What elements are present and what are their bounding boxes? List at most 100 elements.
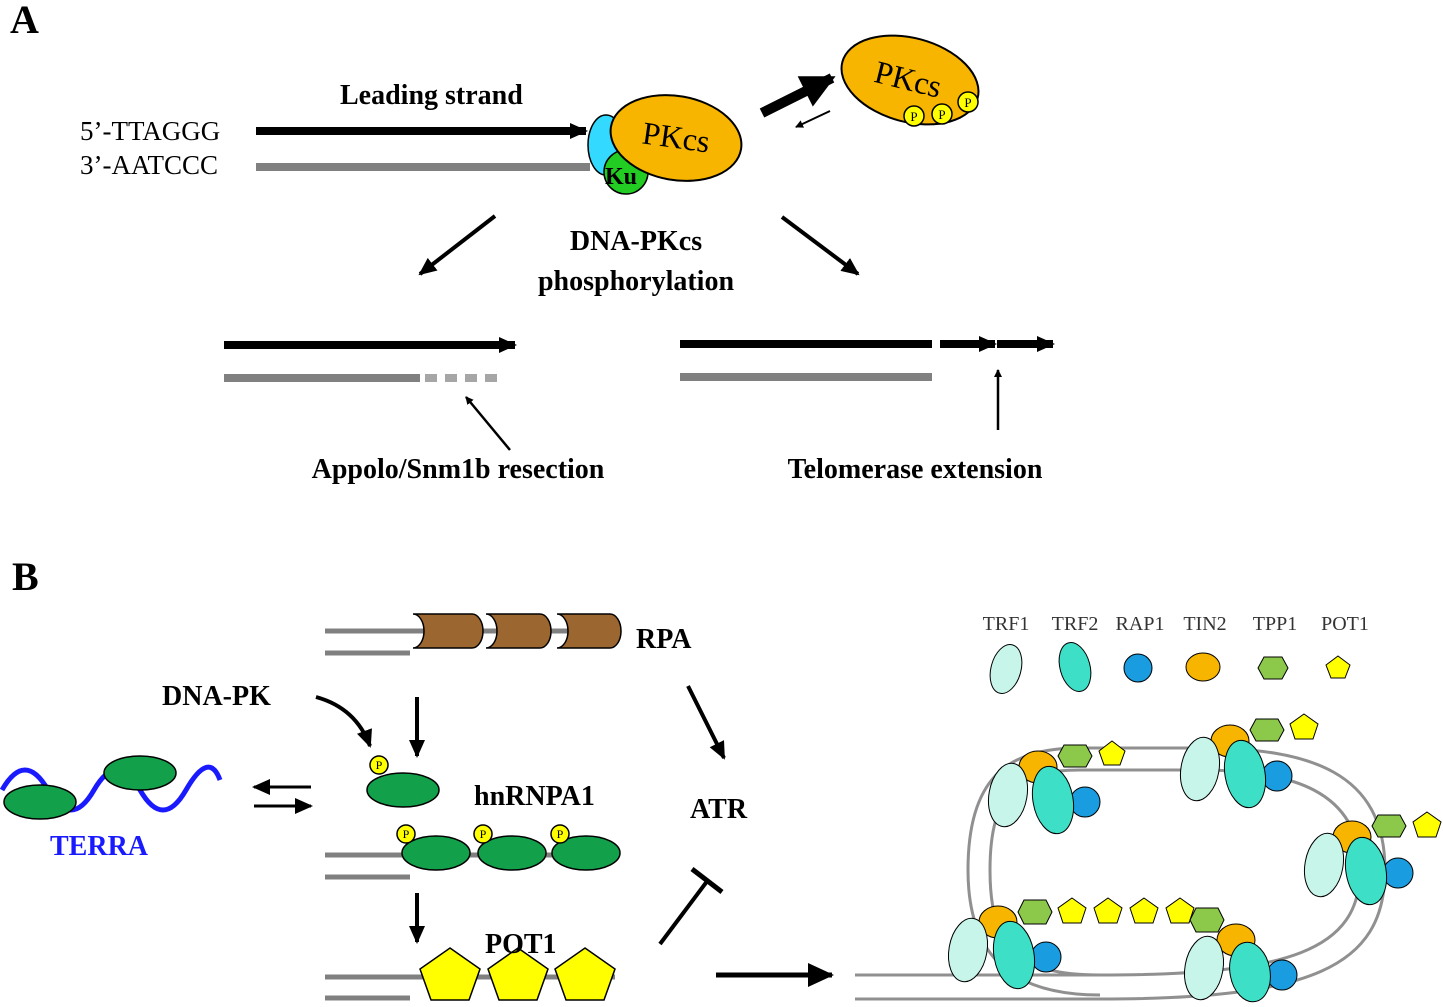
complex-3-rap1 <box>1382 857 1414 889</box>
shelterin-complex-4 <box>947 905 1062 990</box>
rpa-activates-atr-arrow <box>686 685 726 760</box>
hnrnpa1-label: hnRNPA1 <box>474 781 595 812</box>
legend-trf1-shape <box>989 644 1023 694</box>
bound-phospho-3 <box>550 824 570 844</box>
phospho-label-3: P <box>964 95 971 110</box>
shelterin-complex-1 <box>987 740 1126 835</box>
bound-hnrnpa1-1 <box>401 835 471 871</box>
dna-pk-label: DNA-PK <box>162 681 271 712</box>
pkcs-bound-ellipse <box>609 94 743 182</box>
bound-hnrnpa1-3 <box>551 835 621 871</box>
leading-strand-label: Leading strand <box>340 80 523 111</box>
array-pot1-3 <box>1129 897 1159 924</box>
complex-2-trf1 <box>1179 736 1221 802</box>
pot1-label: POT1 <box>485 929 557 960</box>
phospho-group-2 <box>931 103 953 125</box>
dna-pkcs-label: DNA-PKcs <box>570 226 702 257</box>
legend-trf2-shape <box>1058 642 1092 692</box>
complex-3-pot1 <box>1412 811 1442 838</box>
complex-1-trf1 <box>987 762 1029 828</box>
extension-caption: Telomerase extension <box>788 454 1043 485</box>
complex-1-tpp1 <box>1057 744 1093 768</box>
pot1-inhibits-atr <box>658 867 724 946</box>
extension-outcome: Telomerase extension <box>680 336 1055 485</box>
legend-rap1-shape <box>1123 653 1153 683</box>
phosphorylation-label: phosphorylation <box>538 266 734 297</box>
resection-caption: Appolo/Snm1b resection <box>312 454 605 485</box>
array-tpp1-right <box>1189 907 1225 933</box>
association-arrow-small <box>795 110 831 128</box>
inhibition-line <box>658 878 710 946</box>
t-loop-structure <box>855 713 1442 1003</box>
complex-4-rap1 <box>1030 941 1062 973</box>
free-hnrnpa1: P <box>366 755 440 808</box>
phospho-group-3 <box>957 91 979 113</box>
pot1-pentagon-2 <box>487 947 549 1001</box>
shelterin-complex-5 <box>1183 923 1298 1003</box>
terra-hnrnpa1-2 <box>103 755 177 791</box>
complex-3-tpp1 <box>1371 814 1407 838</box>
legend-tin2-shape <box>1185 652 1221 682</box>
pot1-tpp1-array <box>1017 897 1225 933</box>
phospho-group-1 <box>903 105 925 127</box>
dissociation-arrow-large <box>759 73 836 118</box>
pot1-pentagon-1 <box>419 947 481 1001</box>
complex-4-trf2 <box>992 920 1036 990</box>
bound-phospho-1 <box>396 824 416 844</box>
panel-a-letter: A <box>10 0 39 42</box>
terra-label: TERRA <box>50 831 149 862</box>
resection-pointer-arrow <box>465 396 511 451</box>
legend-tpp1-shape <box>1257 656 1289 680</box>
rpa-bound-dna: RPA <box>325 613 692 656</box>
shelterin-legend: TRF1 TRF2 RAP1 TIN2 TPP1 POT1 <box>983 613 1369 694</box>
panel-b-letter: B <box>12 554 39 599</box>
rpa-subunit-2 <box>485 613 552 649</box>
complex-5-trf1 <box>1183 935 1225 1001</box>
terra-rna: TERRA <box>0 755 223 862</box>
shelterin-complex-2 <box>1179 713 1319 809</box>
array-pot1-4 <box>1165 897 1195 924</box>
shelterin-complex-3 <box>1303 811 1442 906</box>
ku-label: Ku <box>605 164 637 190</box>
dna-pk-complex: PKcs Ku <box>587 94 743 195</box>
resection-outcome: Appolo/Snm1b resection <box>224 337 605 485</box>
arrow-to-extension <box>780 215 860 276</box>
complex-5-rap1 <box>1266 959 1298 991</box>
complex-2-trf2 <box>1223 739 1267 809</box>
complex-3-trf1 <box>1303 832 1345 898</box>
array-tpp1-left <box>1017 899 1053 925</box>
legend-tin2-label: TIN2 <box>1183 613 1226 635</box>
hnrnpa1-bound-dna: P P P <box>325 824 621 880</box>
legend-trf1-label: TRF1 <box>983 613 1030 635</box>
arrow-to-resection <box>418 214 497 276</box>
rpa-label: RPA <box>636 624 692 655</box>
sequence-top-strand: 5’-TTAGGG <box>80 116 220 146</box>
complex-1-trf2 <box>1031 765 1075 835</box>
phospho-label-1: P <box>910 109 917 124</box>
t-loop-strand-1 <box>855 768 1362 977</box>
pot1-pentagon-3 <box>554 947 616 1001</box>
bound-phospho-label-3: P <box>557 827 564 841</box>
array-pot1-2 <box>1093 897 1123 924</box>
bound-hnrnpa1-2 <box>477 835 547 871</box>
terra-hnrnpa1-1 <box>3 784 77 820</box>
inhibition-bar <box>690 867 724 894</box>
legend-pot1-shape <box>1325 655 1351 679</box>
sequence-bottom-strand: 3’-AATCCC <box>80 150 218 180</box>
complex-1-pot1 <box>1098 740 1126 766</box>
hnrnpa1-phospho-label: P <box>376 758 383 772</box>
legend-pot1-label: POT1 <box>1321 613 1369 635</box>
complex-2-tpp1 <box>1249 718 1285 742</box>
rpa-subunit-3 <box>556 613 622 649</box>
panel-a: A 5’-TTAGGG 3’-AATCCC Leading strand PKc… <box>10 0 1055 485</box>
complex-3-trf2 <box>1344 836 1388 906</box>
complex-5-trf2 <box>1229 941 1271 1003</box>
panel-b: B RPA DNA-PK P hnRNPA1 TERRA <box>0 554 1442 1003</box>
bound-phospho-2 <box>473 824 493 844</box>
bound-phospho-label-1: P <box>403 827 410 841</box>
legend-rap1-label: RAP1 <box>1116 613 1165 635</box>
dna-pk-phosphorylation-arrow <box>315 695 372 748</box>
complex-2-pot1 <box>1289 713 1319 740</box>
bound-phospho-label-2: P <box>480 827 487 841</box>
